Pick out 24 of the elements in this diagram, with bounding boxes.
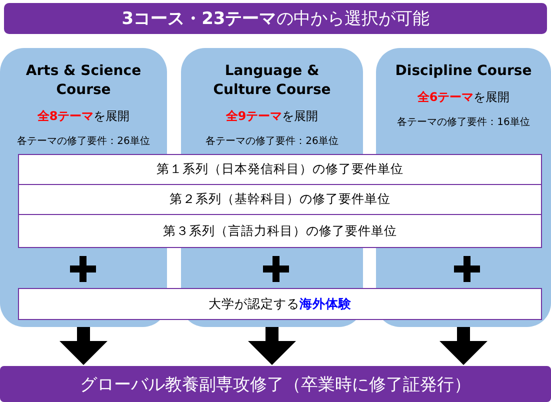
requirement-text: 第３系列（言語力科目）の修了要件単位 — [163, 222, 397, 240]
requirement-text: 第１系列（日本発信科目）の修了要件単位 — [156, 161, 404, 178]
requirement-box — [18, 154, 542, 185]
requirement-text: 第２系列（基幹科目）の修了要件単位 — [170, 191, 390, 208]
heading-text: 3コース・23テーマの中から選択が可能 — [122, 8, 430, 30]
requirement-text: 大学が認定する海外体験 — [208, 296, 352, 312]
heading-banner — [4, 3, 547, 34]
course-title: Discipline Course — [394, 62, 533, 81]
requirement-note: 各テーマの修了要件：26単位 — [206, 135, 338, 148]
down-arrow — [440, 327, 488, 365]
result-banner — [0, 366, 551, 402]
course-title: Language & Culture Course — [212, 62, 332, 100]
theme-count: 全8テーマを展開 — [37, 108, 130, 125]
requirement-note: 各テーマの修了要件：16単位 — [397, 116, 530, 129]
requirement-box — [18, 288, 542, 320]
theme-count: 全6テーマを展開 — [417, 89, 510, 106]
result-text: グローバル教養副専攻修了（卒業時に修了証発行） — [80, 374, 471, 396]
requirement-box — [18, 184, 542, 215]
requirement-note: 各テーマの修了要件：26単位 — [17, 135, 150, 148]
theme-count: 全9テーマを展開 — [226, 108, 318, 125]
down-arrow — [60, 327, 108, 365]
requirement-box — [18, 214, 542, 248]
course-title: Arts & Science Course — [24, 62, 142, 100]
down-arrow — [248, 327, 296, 365]
